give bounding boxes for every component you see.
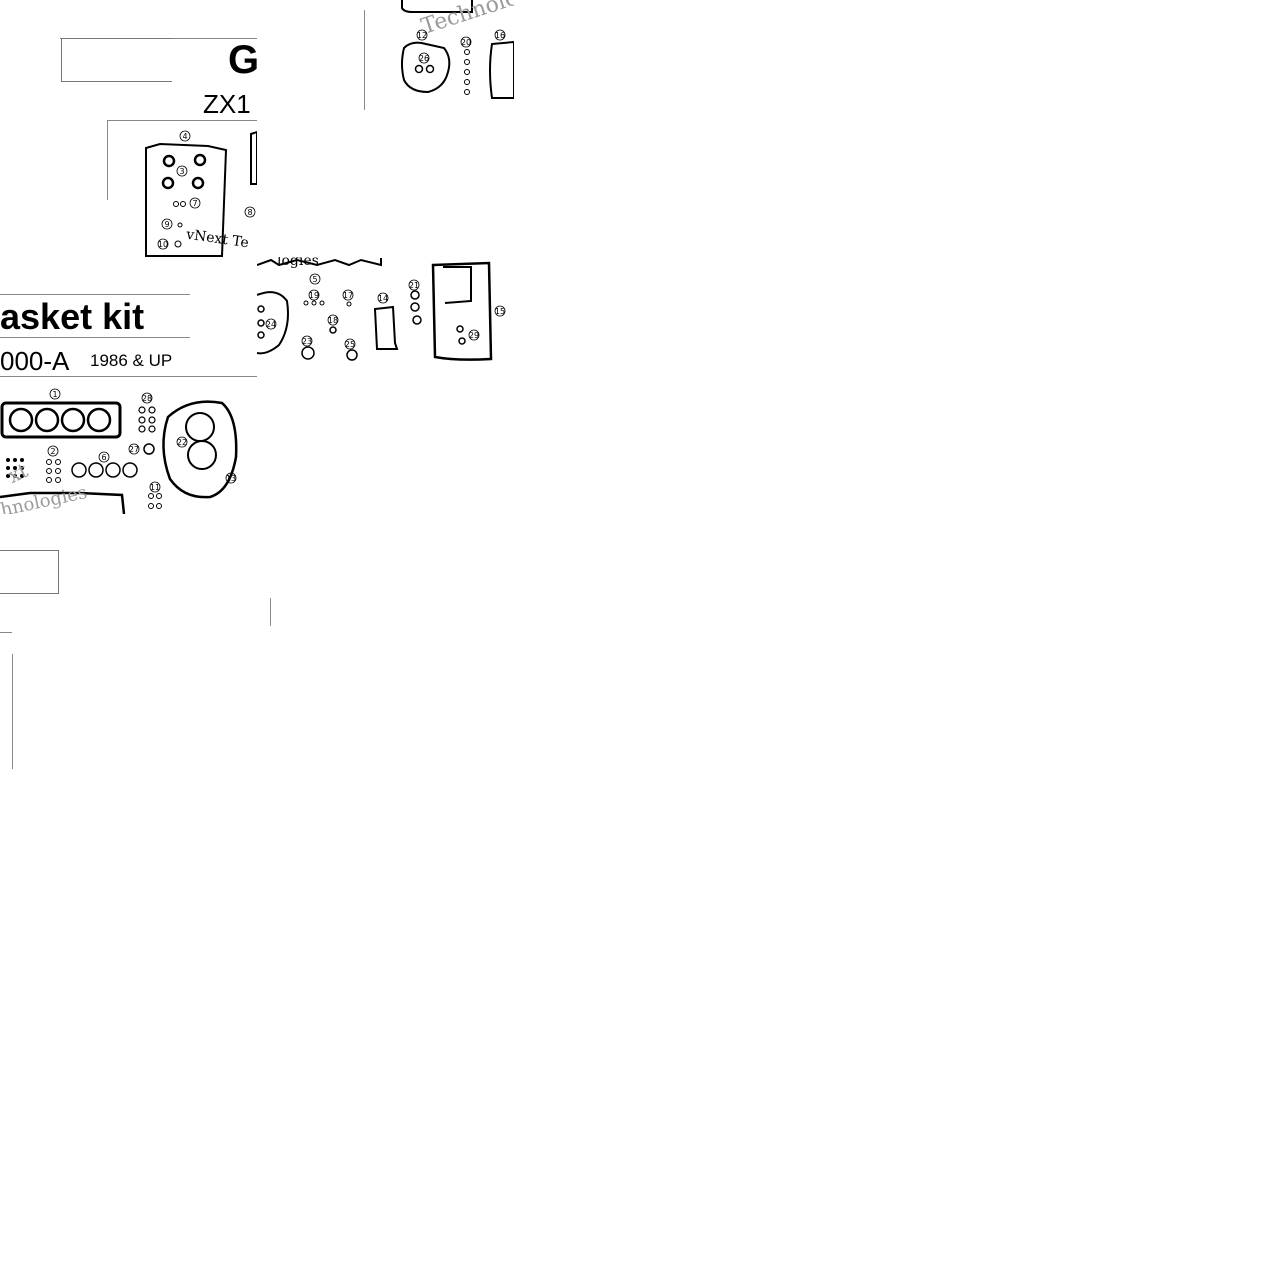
- blank-label-box: [0, 550, 59, 594]
- part-label: 5: [312, 275, 317, 284]
- part-label: 16: [495, 31, 505, 40]
- part-label: 19: [309, 291, 319, 300]
- gasket-set-diagram: 1 28 2 6 27 22 13 11: [0, 388, 238, 514]
- part-label: 9: [164, 220, 169, 229]
- tile-cover-gaskets-top: 12 26 20 16 Technolo: [364, 0, 514, 112]
- model-rest: 000-A: [0, 346, 70, 376]
- part-label: 20: [461, 38, 471, 47]
- part-label: 22: [177, 438, 187, 447]
- part-label: 6: [101, 453, 106, 462]
- part-label: 17: [343, 291, 353, 300]
- part-label: 2: [50, 447, 55, 456]
- watermark: logies: [277, 257, 319, 269]
- part-label: 26: [419, 54, 429, 63]
- part-label: 12: [417, 31, 427, 40]
- part-label: 1: [52, 390, 57, 399]
- part-label: 18: [328, 316, 338, 325]
- part-label: 21: [409, 281, 419, 290]
- part-label: 27: [129, 445, 139, 454]
- part-label: 3: [179, 167, 184, 176]
- cylinder-head-cover-gasket: 4 3 7 9 10 8: [145, 130, 257, 257]
- part-label: 4: [182, 132, 187, 141]
- part-label: 24: [266, 320, 276, 329]
- part-label: 8: [247, 208, 252, 217]
- model-partial: ZX1: [203, 89, 251, 119]
- title-rest: asket kit: [0, 296, 145, 337]
- part-label: 10: [158, 240, 168, 249]
- part-label: 7: [192, 199, 197, 208]
- part-label: 13: [226, 474, 236, 483]
- tile-frame-fragment: [0, 540, 272, 772]
- title-partial: G: [228, 38, 257, 82]
- model-year: 1986 & UP: [90, 351, 173, 370]
- tile-crankcase-parts: 5 19 17 14 18 24 23 25 21 15 29 logies: [257, 257, 514, 369]
- part-label: 23: [302, 337, 312, 346]
- part-label: 29: [469, 331, 479, 340]
- part-label: 15: [495, 307, 505, 316]
- tile-title-rest: asket kit 000-A 1986 & UP: [0, 257, 257, 514]
- part-label: 14: [378, 294, 388, 303]
- blank-label-box: [61, 38, 172, 82]
- tile-title-head: G ZX1 4 3 7 9 10 8 vNext Te: [0, 0, 257, 257]
- part-label: 25: [345, 340, 355, 349]
- part-label: 28: [142, 394, 152, 403]
- part-label: 11: [150, 483, 160, 492]
